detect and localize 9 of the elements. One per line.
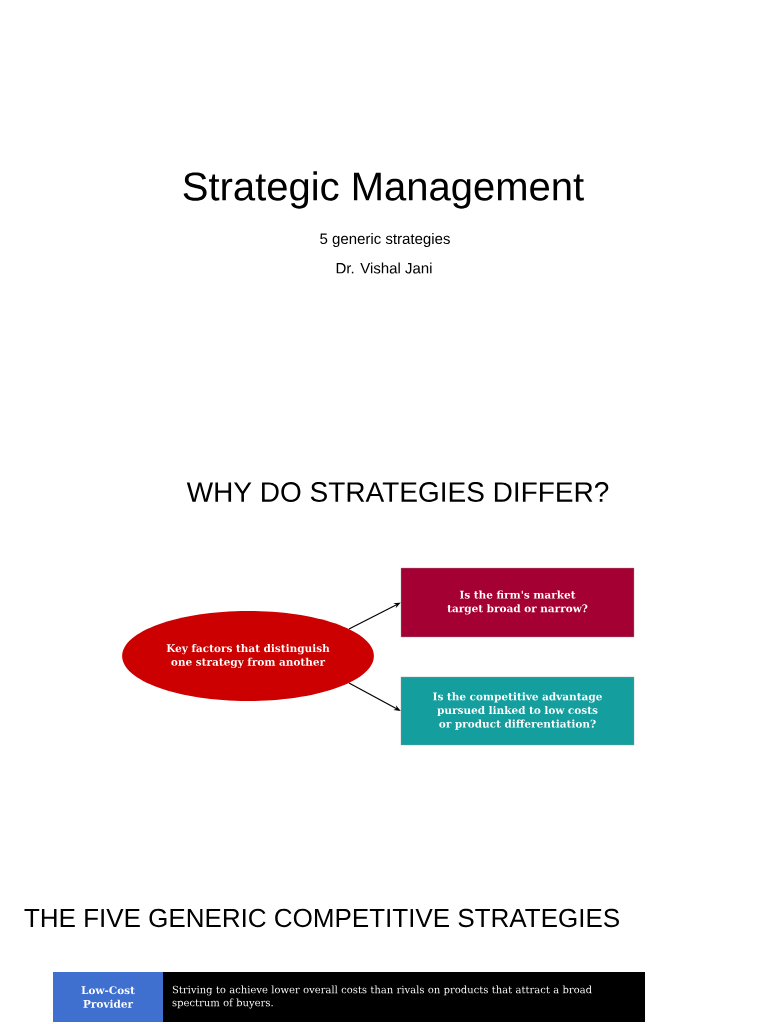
section-heading: WHY DO STRATEGIES DIFFER? <box>186 482 609 502</box>
subtitle: 5 generic strategies <box>320 233 450 247</box>
author-name: Dr. Vishal Jani <box>336 262 432 274</box>
question-box: Is the firm's market target broad or narrow? <box>400 567 635 638</box>
section-heading: THE FIVE GENERIC COMPETITIVE STRATEGIES <box>24 908 619 928</box>
strategy-name-box: Low-Cost Provider <box>53 972 163 1022</box>
slide-title: Strategic Management <box>183 171 584 209</box>
strategy-description-box: Striving to achieve lower overall costs than rivals on products that attract a broad spectrum of buyers. <box>163 972 645 1022</box>
question-box: Is the competitive advantage pursued linked to low costs or product differentiation? <box>400 676 635 746</box>
